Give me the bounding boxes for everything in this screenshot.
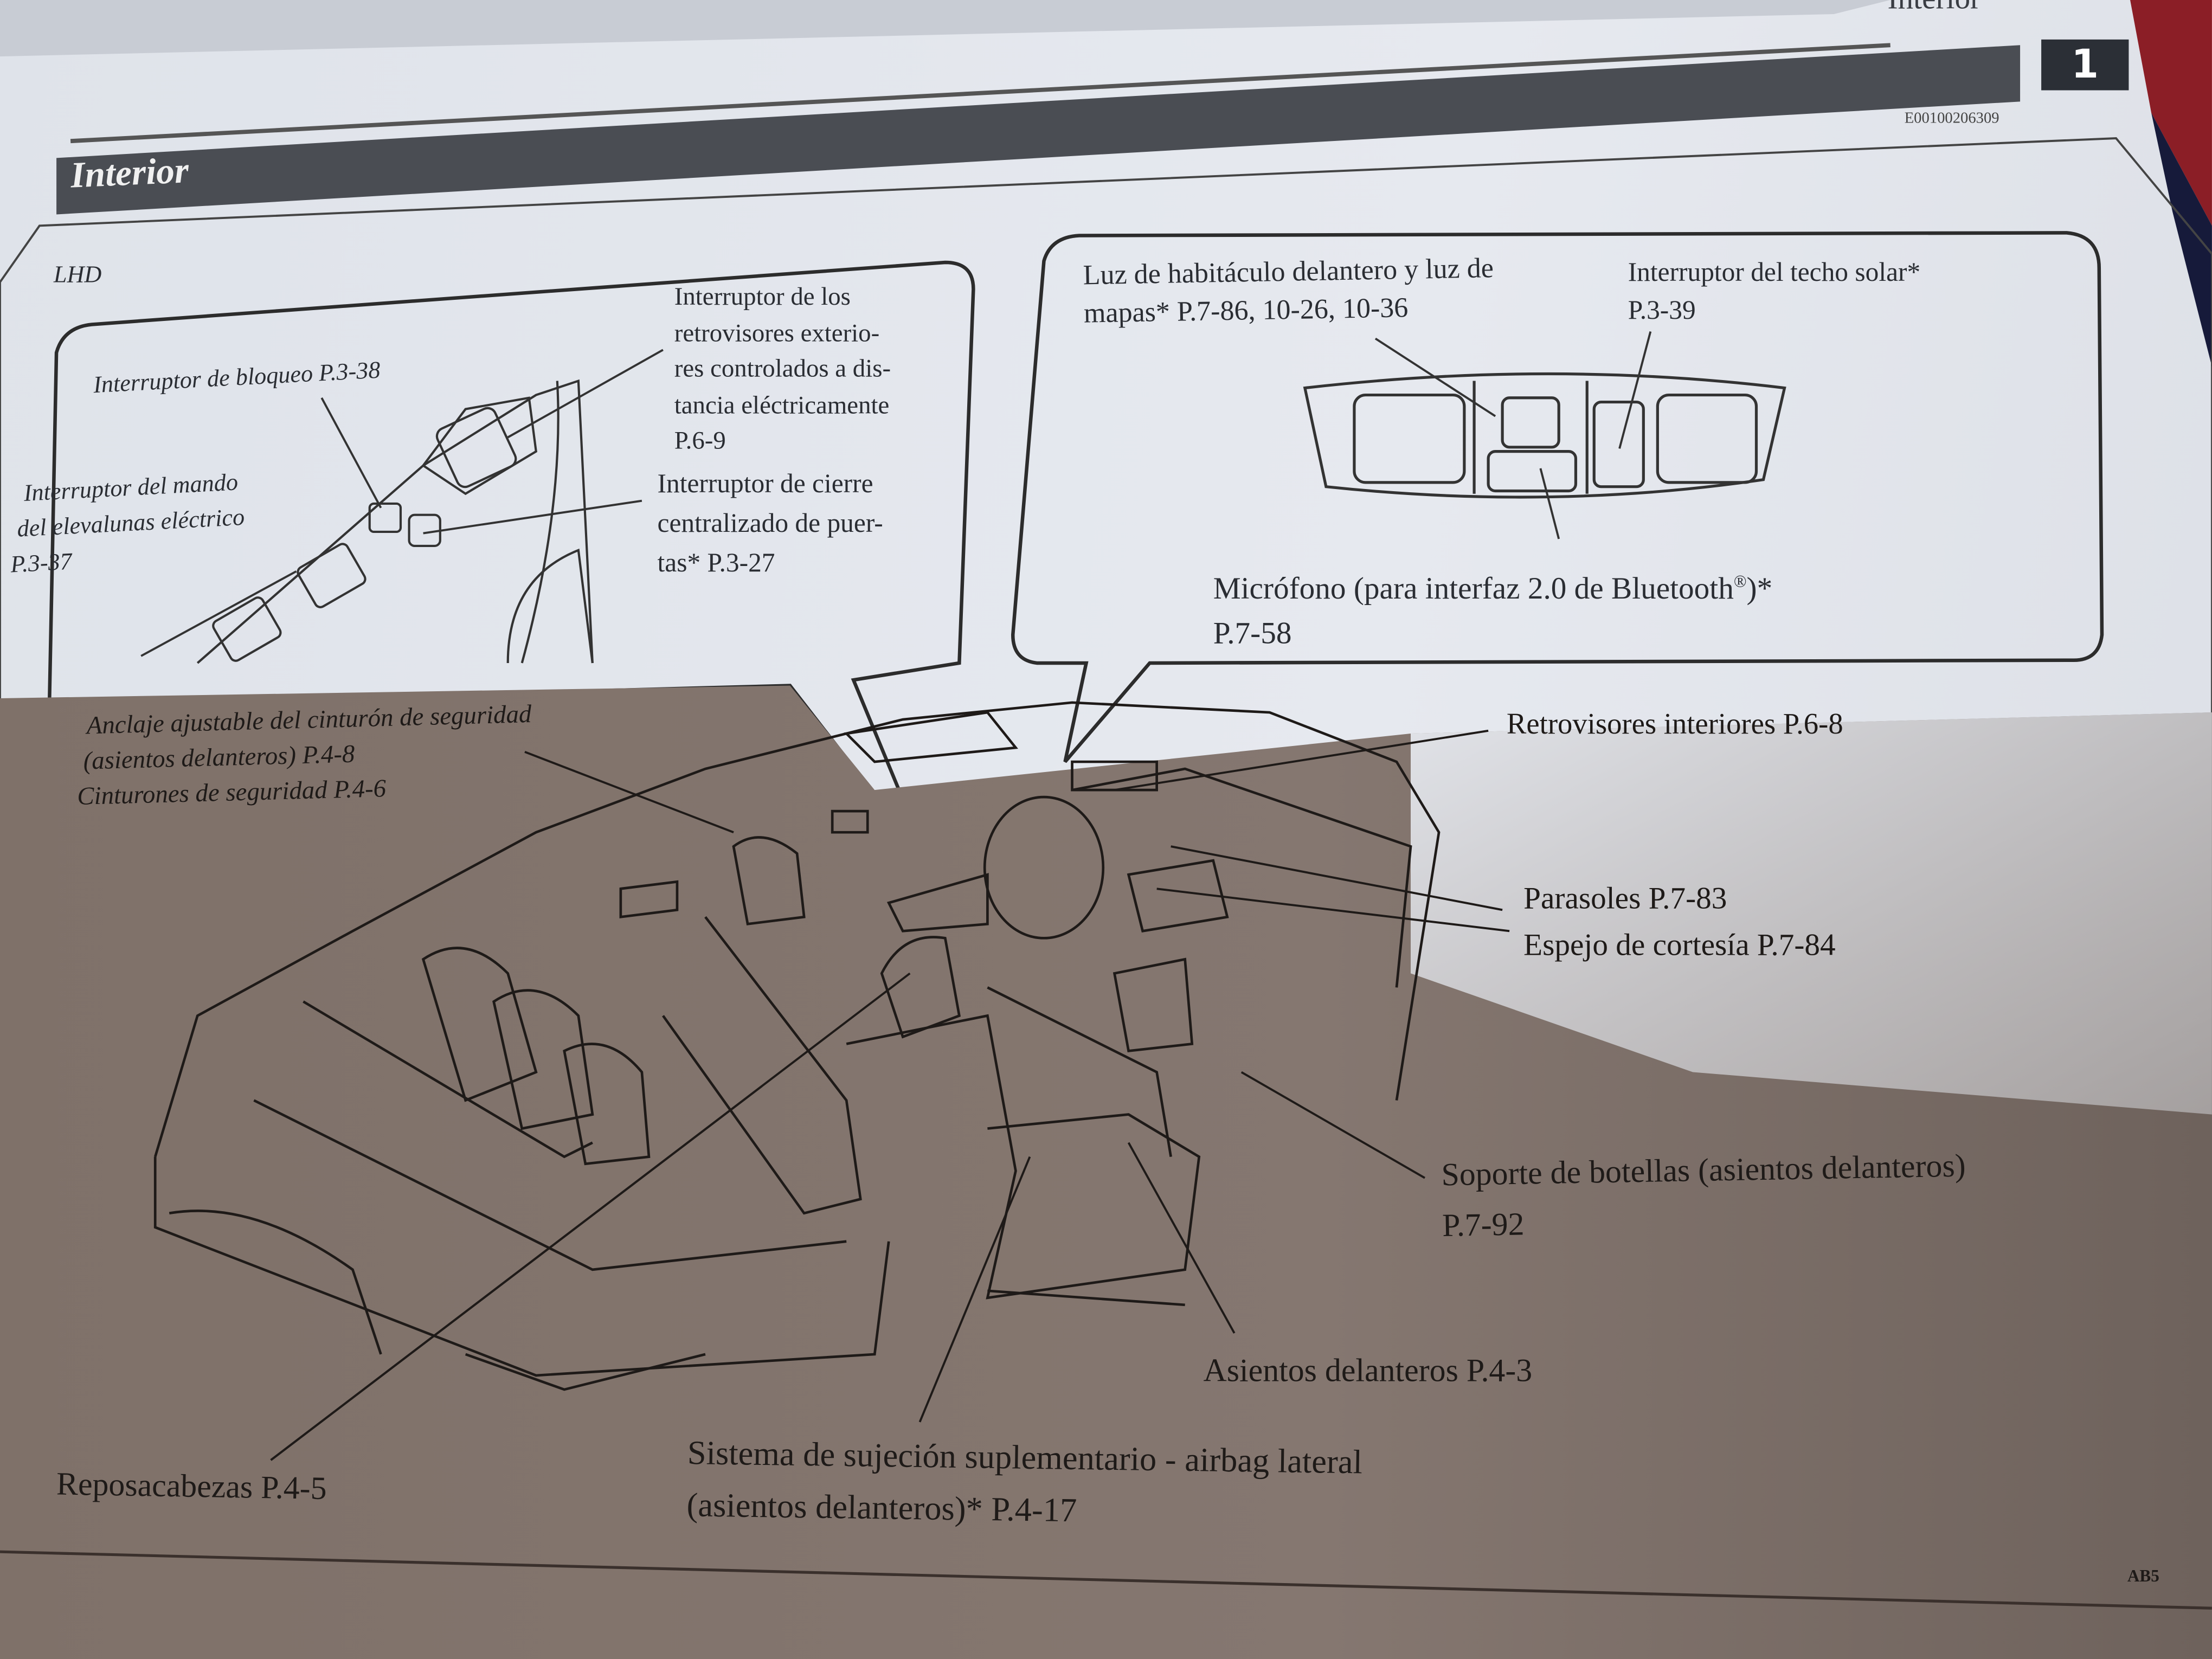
callout-line: P.3-39 [1628,296,1696,326]
callout-front-seats: Asientos delanteros P.4-3 [1203,1353,1533,1388]
chapter-tab[interactable]: 1 [2041,39,2129,91]
callout-line: Interruptor de los [674,282,851,311]
callout-line: Interruptor del techo solar* [1628,258,1921,288]
callout-line: P.7-58 [1213,615,1292,651]
callout-line: Interruptor de cierre [657,470,873,500]
callout-side-airbag: Sistema de sujeción suplementario - airb… [686,1429,1363,1542]
callout-line: Soporte de botellas (asientos delanteros… [1441,1148,1966,1193]
callout-line: tas* P.3-27 [657,549,775,578]
callout-seatbelt-anchor: Anclaje ajustable del cinturón de seguri… [77,697,534,814]
callout-line: centralizado de puer- [657,509,883,539]
callout-interior-mirror: Retrovisores interiores P.6-8 [1506,706,1843,741]
doc-code: E00100206309 [1904,110,1999,127]
callout-line: Luz de habitáculo delantero y luz de [1083,253,1494,292]
callout-line: retrovisores exterio- [674,318,880,346]
running-header: Interior [1887,0,1980,17]
callout-central-lock-switch: Interruptor de cierre centralizado de pu… [658,466,883,584]
callout-sunroof-switch: Interruptor del techo solar* P.3-39 [1628,254,1921,330]
callout-line: P.7-92 [1442,1206,1525,1243]
callout-text: Micrófono (para interfaz 2.0 de Bluetoot… [1213,570,1734,606]
section-title: Interior [69,150,190,196]
callout-lock-switch: Interruptor de bloqueo P.3-38 [92,356,381,398]
callout-headrests: Reposacabezas P.4-5 [56,1466,327,1507]
callout-mirror-switch: Interruptor de los retrovisores exterio-… [674,279,891,459]
variant-label: LHD [53,261,102,288]
callout-text: )* [1746,570,1773,606]
callout-cabin-light: Luz de habitáculo delantero y luz de map… [1083,250,1495,334]
callout-microphone: Micrófono (para interfaz 2.0 de Bluetoot… [1213,558,1773,656]
callout-bottle-holder: Soporte de botellas (asientos delanteros… [1441,1141,1967,1251]
callout-line: Parasoles P.7-83 [1523,880,1727,916]
callout-line: Micrófono (para interfaz 2.0 de Bluetoot… [1213,558,1773,611]
footer-code: AB5 [2127,1566,2159,1586]
callout-power-window-switch: Interruptor del mando del elevalunas elé… [10,464,247,581]
callout-line: res controlados a dis- [674,354,891,383]
callout-line: mapas* P.7-86, 10-26, 10-36 [1083,292,1409,330]
callout-line: (asientos delanteros)* P.4-17 [686,1488,1077,1530]
callout-line: tancia eléctricamente [674,390,890,419]
callout-line: P.6-9 [674,426,726,454]
callout-line: Sistema de sujeción suplementario - airb… [687,1435,1363,1482]
registered-mark: ® [1733,571,1747,591]
callout-line: Espejo de cortesía P.7-84 [1523,927,1836,962]
callout-sun-visors: Parasoles P.7-83 Espejo de cortesía P.7-… [1523,874,1835,968]
